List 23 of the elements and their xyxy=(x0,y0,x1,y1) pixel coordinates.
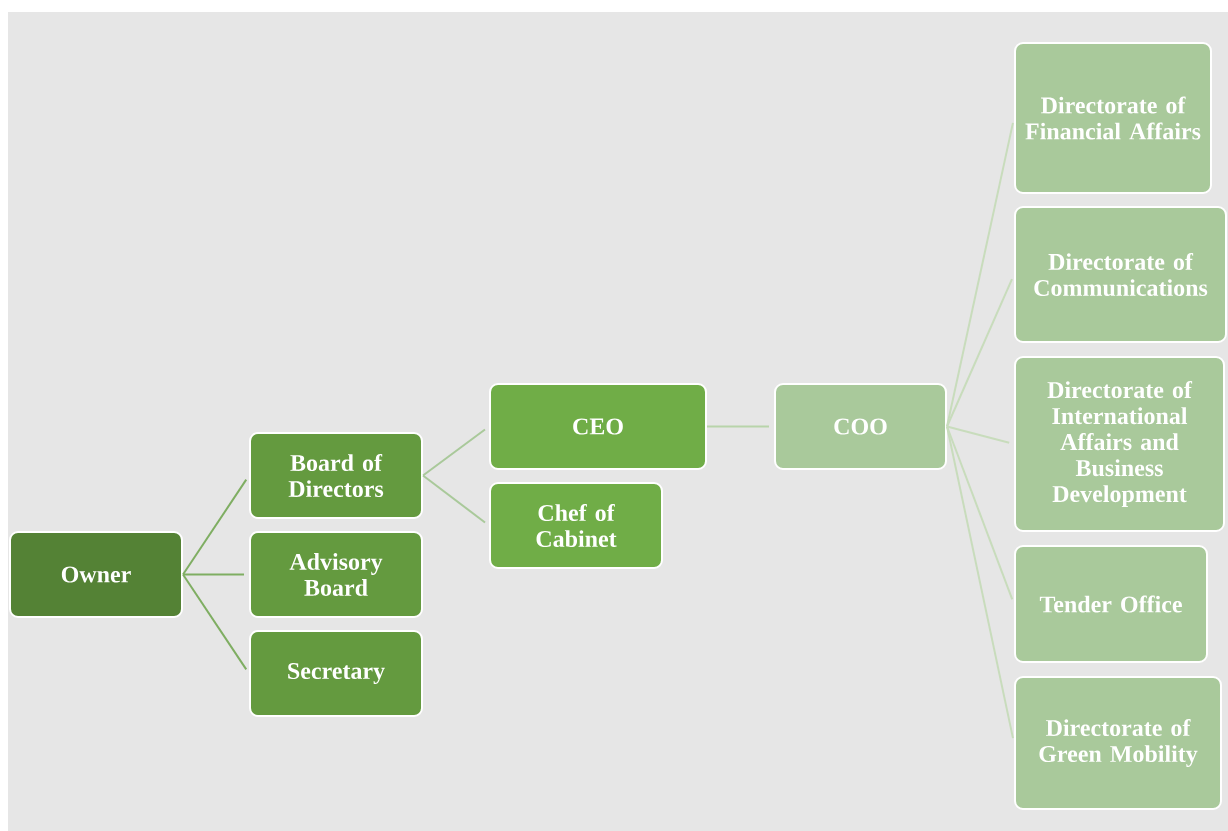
org-box: Secretary xyxy=(249,630,423,717)
connector-line xyxy=(182,573,248,671)
connector-line xyxy=(706,425,770,428)
org-box: Owner xyxy=(9,531,183,618)
org-box: Board of Directors xyxy=(249,432,423,519)
connector-line xyxy=(422,428,486,477)
connector-line xyxy=(946,278,1013,428)
org-box: Directorate of International Affairs and Business Development xyxy=(1014,356,1225,532)
connector-line xyxy=(182,573,245,576)
connector-line xyxy=(182,478,248,576)
connector-line xyxy=(946,425,1014,601)
connector-line xyxy=(946,425,1014,740)
org-box: COO xyxy=(774,383,947,470)
connector-line xyxy=(422,474,486,524)
connector-line xyxy=(946,425,1011,444)
org-box: Directorate of Communications xyxy=(1014,206,1227,343)
org-box: Chef of Cabinet xyxy=(489,482,663,569)
connector-line xyxy=(946,121,1014,428)
org-box: Advisory Board xyxy=(249,531,423,618)
org-box: Tender Office xyxy=(1014,545,1208,663)
org-box: Directorate of Green Mobility xyxy=(1014,676,1222,810)
org-box: CEO xyxy=(489,383,707,470)
org-box: Directorate of Financial Affairs xyxy=(1014,42,1212,194)
